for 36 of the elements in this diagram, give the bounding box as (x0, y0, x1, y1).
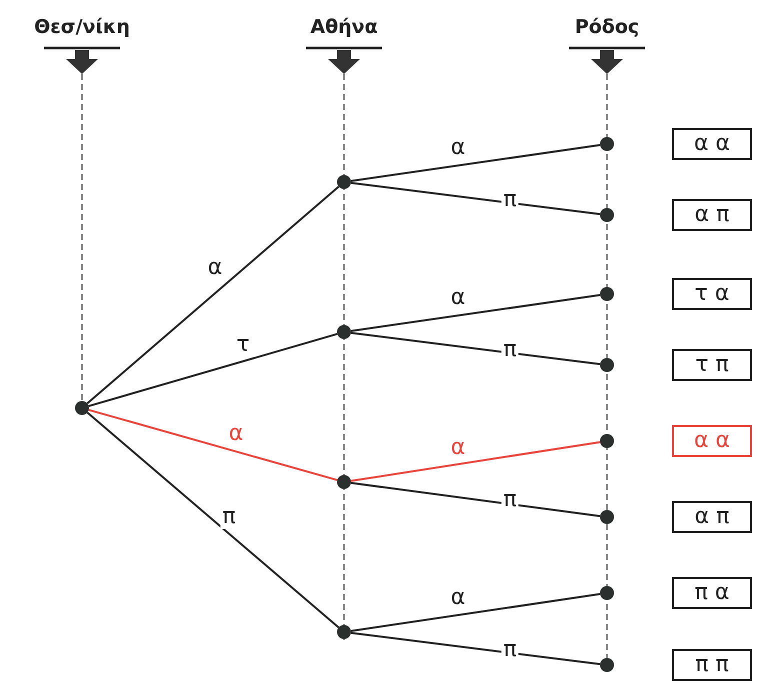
tree-branch (350, 294, 600, 332)
tree-node-dot (337, 475, 351, 489)
outcome-box: α π (672, 501, 752, 533)
tree-branch (350, 441, 600, 482)
column-heading: Αθήνα (310, 16, 378, 38)
outcome-box: τ α (672, 278, 752, 310)
tree-node-dot (75, 401, 89, 415)
tree-node-dot (600, 358, 614, 372)
column-heading: Ρόδος (574, 16, 640, 38)
outcome-box: α α (672, 128, 752, 160)
tree-branch (350, 593, 600, 632)
tree-branch (350, 182, 600, 216)
tree-node-dot (600, 287, 614, 301)
outcome-box: π α (672, 577, 752, 609)
column-heading: Θεσ/νίκη (34, 16, 130, 38)
tree-node-dot (337, 325, 351, 339)
tree-branch (350, 144, 600, 182)
tree-branch (350, 632, 600, 666)
tree-branch (86, 412, 340, 628)
tree-node-dot (600, 137, 614, 151)
outcome-box: α α (672, 425, 752, 457)
tree-node-dot (337, 175, 351, 189)
tree-node-dot (600, 586, 614, 600)
outcome-box: π π (672, 649, 752, 681)
tree-branch (88, 408, 338, 482)
tree-branch (88, 332, 338, 408)
tree-node-dot (337, 625, 351, 639)
tree-node-dot (600, 208, 614, 222)
tree-node-dot (600, 434, 614, 448)
outcome-box: τ π (672, 349, 752, 381)
tree-branch (350, 482, 600, 518)
tree-node-dot (600, 658, 614, 672)
tree-node-dot (600, 510, 614, 524)
outcome-box: α π (672, 199, 752, 231)
tree-branch (86, 186, 340, 404)
tree-branch (350, 332, 600, 366)
